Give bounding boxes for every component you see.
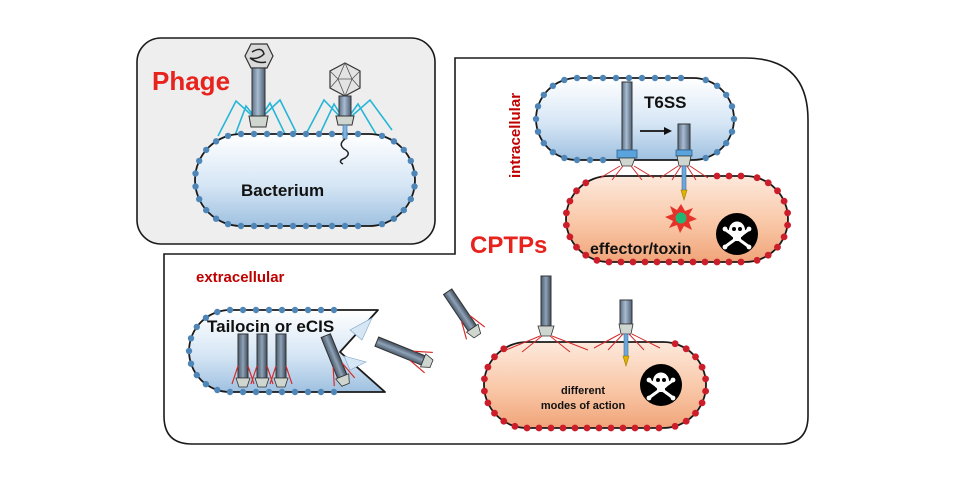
cptps-title: CPTPs (470, 232, 547, 259)
t6ss-apparatus-2 (659, 123, 709, 202)
bacterium-cell (194, 133, 416, 227)
phage-virion-2 (329, 62, 361, 165)
tailocin-particles-inside (231, 333, 356, 388)
tailocin-particles-released (374, 288, 486, 374)
t6ss-apparatus-1 (599, 81, 655, 181)
modes-label-line1: different (561, 385, 605, 397)
right-arrow-icon (640, 127, 672, 135)
lysis-fragments (343, 317, 373, 371)
tailocin-label: Tailocin or eCIS (207, 317, 334, 336)
prey-cell-top-membrane-dots (563, 172, 791, 266)
t6ss-cell-membrane-dots (532, 74, 738, 164)
tailocin-attached-2 (593, 299, 661, 368)
tailocin-attached-1 (505, 275, 589, 353)
toxin-burst-icon (665, 204, 697, 233)
skull-crossbones-icon (716, 213, 758, 255)
t6ss-attacker-cell (535, 77, 735, 161)
bacterium-label: Bacterium (241, 181, 324, 200)
intracellular-label: intracellular (507, 93, 524, 178)
effector-toxin-label: effector/toxin (590, 241, 691, 258)
t6ss-label: T6SS (644, 93, 687, 112)
phage-title: Phage (152, 66, 230, 96)
bacterium-membrane-dots (192, 130, 418, 230)
phage-virion-1 (244, 43, 274, 128)
prey-cell-bottom-membrane-dots (481, 340, 709, 432)
extracellular-label: extracellular (196, 269, 285, 286)
modes-label-line2: modes of action (541, 400, 626, 412)
tailocin-cell-membrane-dots (185, 306, 338, 396)
prey-cell-bottom (483, 341, 707, 429)
skull-crossbones-icon (640, 364, 682, 406)
